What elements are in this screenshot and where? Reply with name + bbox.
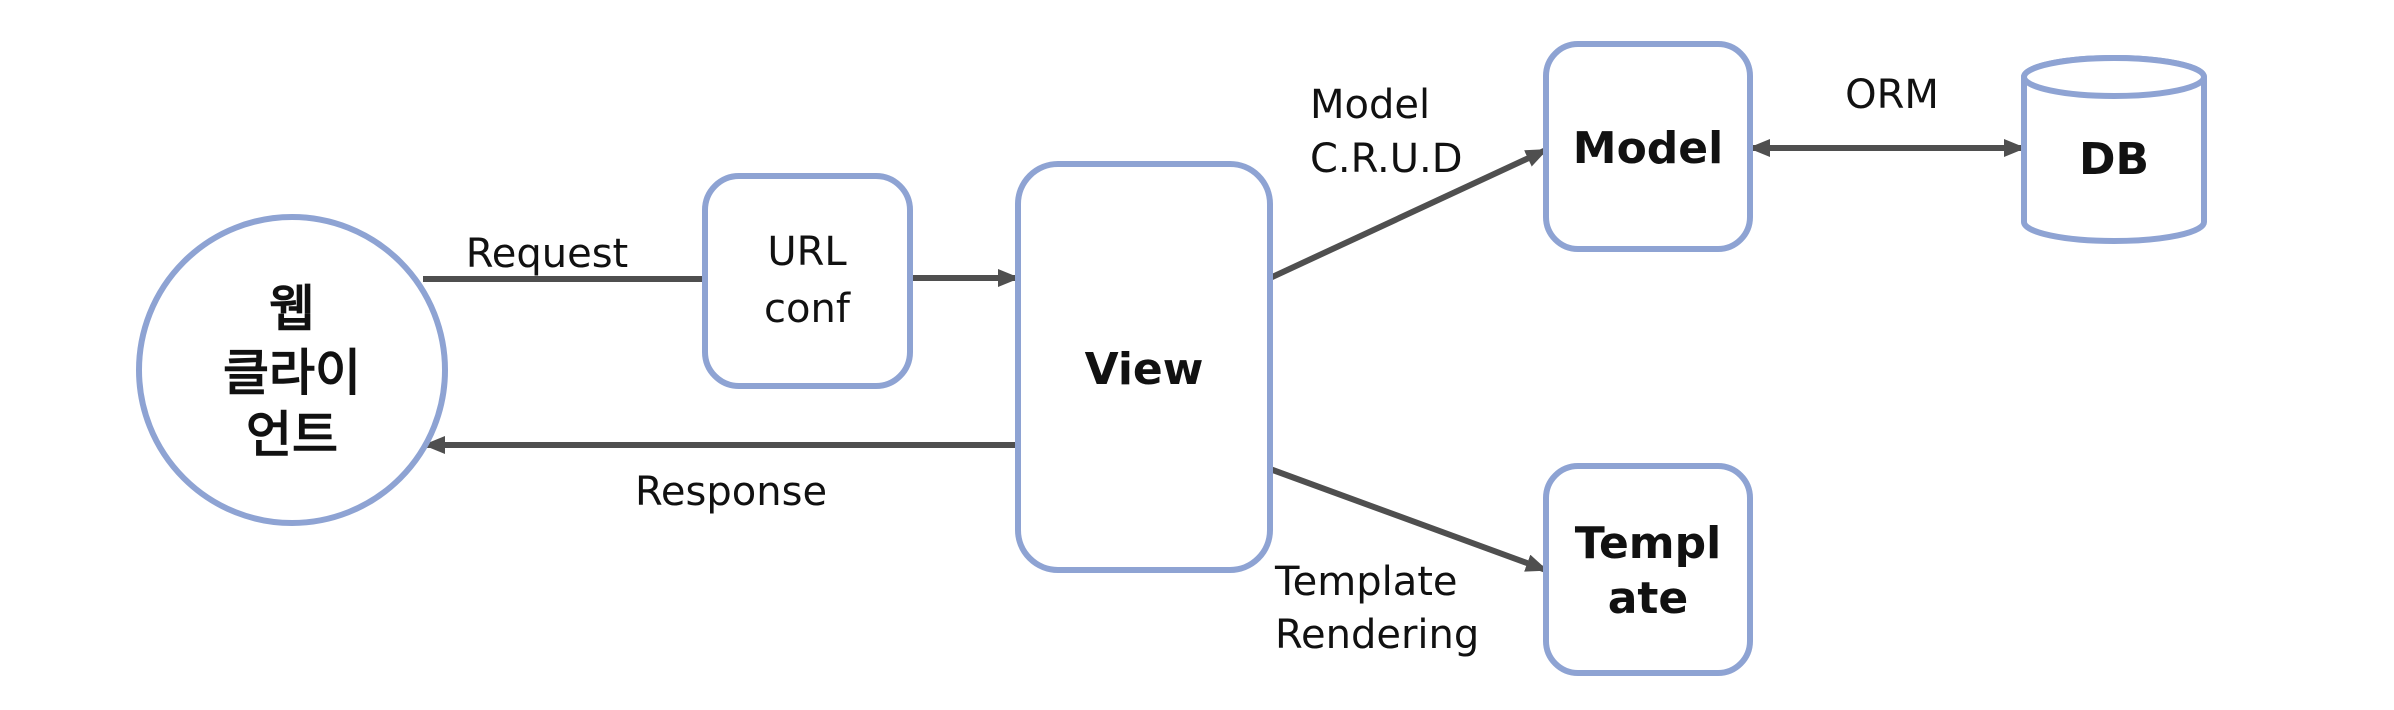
model-box	[1543, 41, 1753, 252]
urlconf-label-line-1: URL	[767, 229, 847, 275]
web-client-label-line-2: 클라이	[223, 344, 361, 402]
edge-labels: Request Response Model C.R.U.D ORM Templ…	[466, 72, 1939, 658]
urlconf-box	[702, 173, 913, 389]
urlconf-node: URL conf	[702, 173, 913, 389]
db-label: DB	[2079, 134, 2149, 185]
model-crud-label-line-2: C.R.U.D	[1310, 136, 1463, 182]
model-crud-label-line-1: Model	[1310, 82, 1430, 128]
view-box	[1015, 161, 1273, 573]
view-to-model-arrow	[1268, 147, 1548, 281]
template-label-line-2: ate	[1608, 573, 1689, 624]
db-cylinder-top	[2021, 55, 2207, 99]
view-node: View	[1015, 161, 1273, 573]
db-node: DB	[2021, 55, 2207, 244]
web-client-label-line-1: 웹	[269, 280, 315, 338]
web-client-label-line-3: 언트	[246, 406, 338, 464]
web-client-node: 웹 클라이 언트	[136, 214, 448, 526]
template-rendering-label-line-2: Rendering	[1275, 612, 1479, 658]
template-rendering-label-line-1: Template	[1274, 559, 1458, 605]
response-label: Response	[635, 469, 827, 515]
view-to-template-arrow	[1268, 466, 1548, 573]
edges	[423, 139, 2026, 573]
urlconf-label-line-2: conf	[764, 286, 851, 332]
orm-label: ORM	[1845, 72, 1939, 118]
request-label: Request	[466, 231, 628, 277]
template-node: Templ ate	[1543, 463, 1753, 676]
web-client-circle	[136, 214, 448, 526]
template-label-line-1: Templ	[1575, 518, 1721, 569]
model-label: Model	[1573, 123, 1723, 174]
nodes: 웹 클라이 언트 URL conf View Model DB	[136, 41, 2207, 676]
view-label: View	[1085, 344, 1204, 395]
template-box	[1543, 463, 1753, 676]
model-node: Model	[1543, 41, 1753, 252]
